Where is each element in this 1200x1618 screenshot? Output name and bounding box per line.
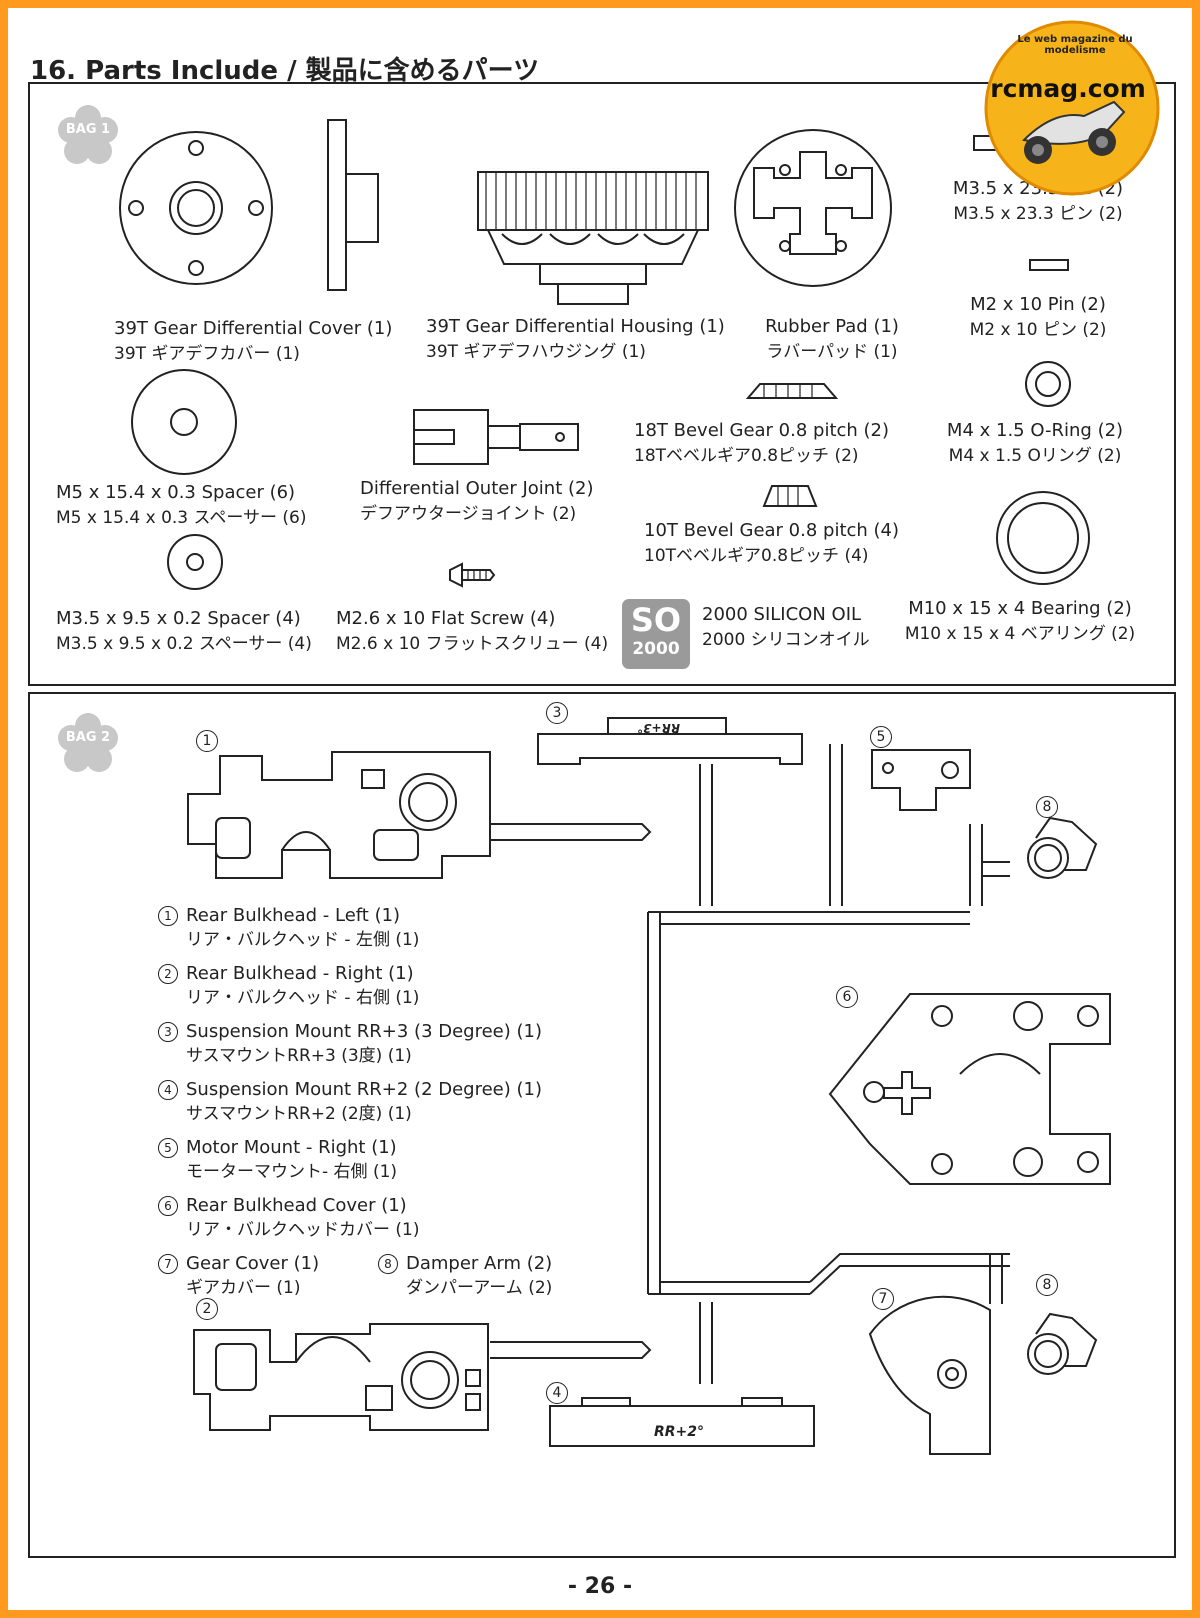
callout-1: 1 — [196, 730, 218, 752]
bulkhead-right-drawing — [193, 1323, 489, 1431]
callout-2: 2 — [196, 1298, 218, 1320]
callout-7: 7 — [872, 1288, 894, 1310]
bulkhead-cover-drawing — [828, 993, 1111, 1185]
bag1-flower-icon — [58, 105, 118, 164]
bag2-badge-label: BAG 2 — [65, 730, 111, 745]
diff-cover-drawing — [119, 119, 379, 291]
pin-m2-drawing — [1029, 259, 1069, 271]
mount-rr3-drawing — [537, 717, 803, 765]
bag2-parts-box: BAG 2 — [28, 692, 1176, 1558]
bevel-10t-drawing — [762, 485, 818, 507]
bag2-flower-icon — [58, 713, 118, 772]
page-title: 16. Parts Include / 製品に含めるパーツ — [30, 56, 540, 86]
part-label-flat-screw: M2.6 x 10 Flat Screw (4)M2.6 x 10 フラットスク… — [336, 608, 609, 654]
callout-3: 3 — [546, 702, 568, 724]
part-label-rubber-pad: Rubber Pad (1)ラバーパッド (1) — [765, 316, 899, 362]
silicon-oil-badge: SO 2000 — [622, 599, 690, 669]
callout-6: 6 — [836, 986, 858, 1008]
rcmag-logo-text: rcmag.com — [990, 74, 1146, 103]
bearing-drawing — [996, 491, 1090, 585]
part-label-pin-m2: M2 x 10 Pin (2)M2 x 10 ピン (2) — [969, 294, 1107, 340]
part-label-bearing: M10 x 15 x 4 Bearing (2)M10 x 15 x 4 ベアリ… — [904, 598, 1136, 644]
part-label-bevel-18t: 18T Bevel Gear 0.8 pitch (2)18Tベベルギア0.8ピ… — [634, 420, 890, 466]
rcmag-logo — [984, 20, 1160, 196]
part-label-bevel-10t: 10T Bevel Gear 0.8 pitch (4)10Tベベルギア0.8ピ… — [644, 520, 900, 566]
part-label-oring: M4 x 1.5 O-Ring (2)M4 x 1.5 Oリング (2) — [946, 420, 1124, 466]
mount-rr2-marking: RR+2° — [654, 1424, 704, 1440]
page-number: - 26 - — [567, 1574, 633, 1599]
diff-housing-drawing — [477, 171, 709, 305]
motor-mount-drawing — [871, 749, 971, 811]
spacer-m35-drawing — [167, 534, 223, 590]
part-label-spacer-m35: M3.5 x 9.5 x 0.2 Spacer (4)M3.5 x 9.5 x … — [56, 608, 312, 654]
part-label-diff-housing: 39T Gear Differential Housing (1)39T ギアデ… — [426, 316, 725, 362]
mount-rr3-marking: RR+3° — [637, 721, 680, 735]
callout-8-top: 8 — [1036, 796, 1058, 818]
callout-5: 5 — [870, 726, 892, 748]
outer-joint-drawing — [413, 409, 579, 465]
housing-teeth — [485, 172, 697, 230]
part-label-diff-cover: 39T Gear Differential Cover (1)39T ギアデフカ… — [114, 318, 393, 364]
bag1-badge-label: BAG 1 — [65, 122, 111, 137]
manual-page: 16. Parts Include / 製品に含めるパーツ BAG 1 — [8, 8, 1192, 1610]
callout-4: 4 — [546, 1382, 568, 1404]
bag1-parts-box: BAG 1 — [28, 82, 1176, 686]
oring-drawing — [1025, 361, 1071, 407]
damper-arm-top-drawing — [1027, 816, 1098, 879]
bevel-18t-drawing — [745, 383, 839, 399]
sprue-frame — [490, 744, 1010, 1384]
damper-arm-bottom-drawing — [1027, 1312, 1098, 1375]
flat-screw-drawing — [449, 562, 463, 588]
spacer-m5-drawing — [131, 369, 237, 475]
bag2-sprue-drawing: RR+3° RR+2° — [187, 717, 1111, 1455]
part-label-outer-joint: Differential Outer Joint (2)デフアウタージョイント … — [360, 478, 594, 524]
bulkhead-left-drawing — [187, 751, 491, 879]
rcmag-logo-tagline: Le web magazine du modelisme — [1017, 34, 1133, 56]
mount-rr2-drawing — [549, 1397, 815, 1447]
gear-cover-drawing — [868, 1295, 991, 1455]
bag1-parts-drawing — [119, 119, 1090, 590]
rubber-pad-drawing — [734, 129, 892, 287]
part-label-spacer-m5: M5 x 15.4 x 0.3 Spacer (6)M5 x 15.4 x 0.… — [56, 482, 307, 528]
callout-8-bottom: 8 — [1036, 1274, 1058, 1296]
